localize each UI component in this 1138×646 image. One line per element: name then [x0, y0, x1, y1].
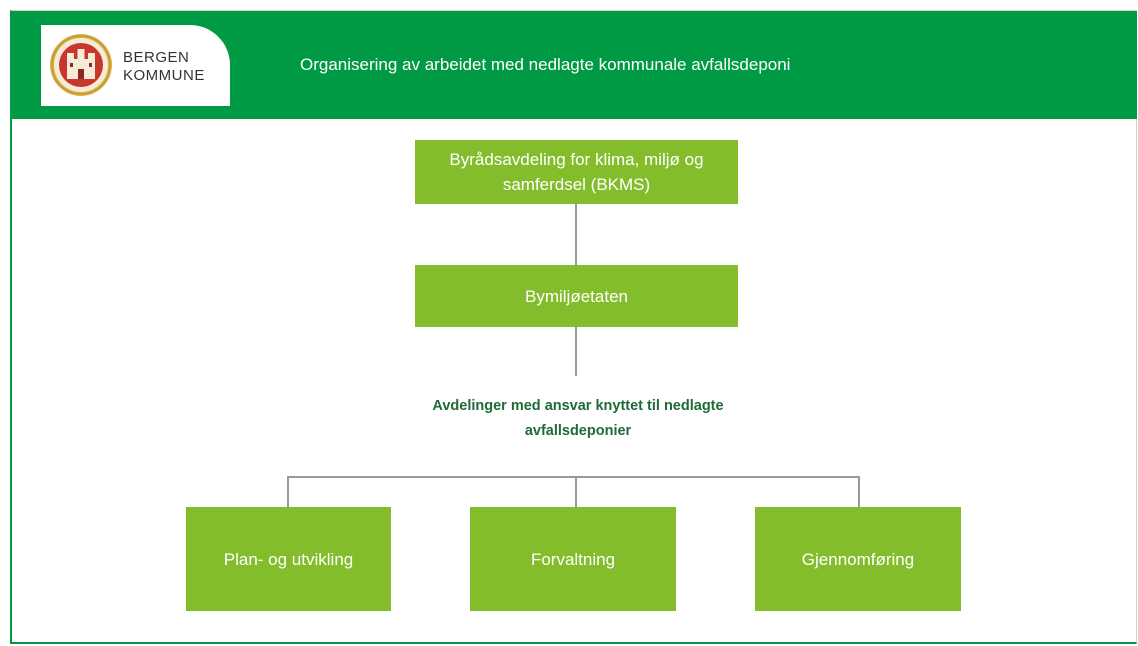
node-forvaltning: Forvaltning — [470, 507, 676, 611]
page-title: Organisering av arbeidet med nedlagte ko… — [300, 55, 791, 74]
logo-line-kommune: KOMMUNE — [123, 67, 205, 84]
node-bkms: Byrådsavdeling for klima, miljø og samfe… — [415, 140, 738, 204]
header-bar: BERGEN KOMMUNE Organisering av arbeidet … — [12, 11, 1137, 119]
logo-wordmark: BERGEN KOMMUNE — [123, 49, 205, 85]
logo-badge: BERGEN KOMMUNE — [41, 25, 230, 106]
node-gjennomforing: Gjennomføring — [755, 507, 961, 611]
node-plan-og-utvikling: Plan- og utvikling — [186, 507, 391, 611]
departments-group-label: Avdelinger med ansvar knyttet til nedlag… — [432, 398, 724, 439]
city-seal-icon — [50, 34, 112, 96]
node-bymiljoetaten: Bymiljøetaten — [415, 265, 738, 327]
logo-line-bergen: BERGEN — [123, 49, 190, 66]
